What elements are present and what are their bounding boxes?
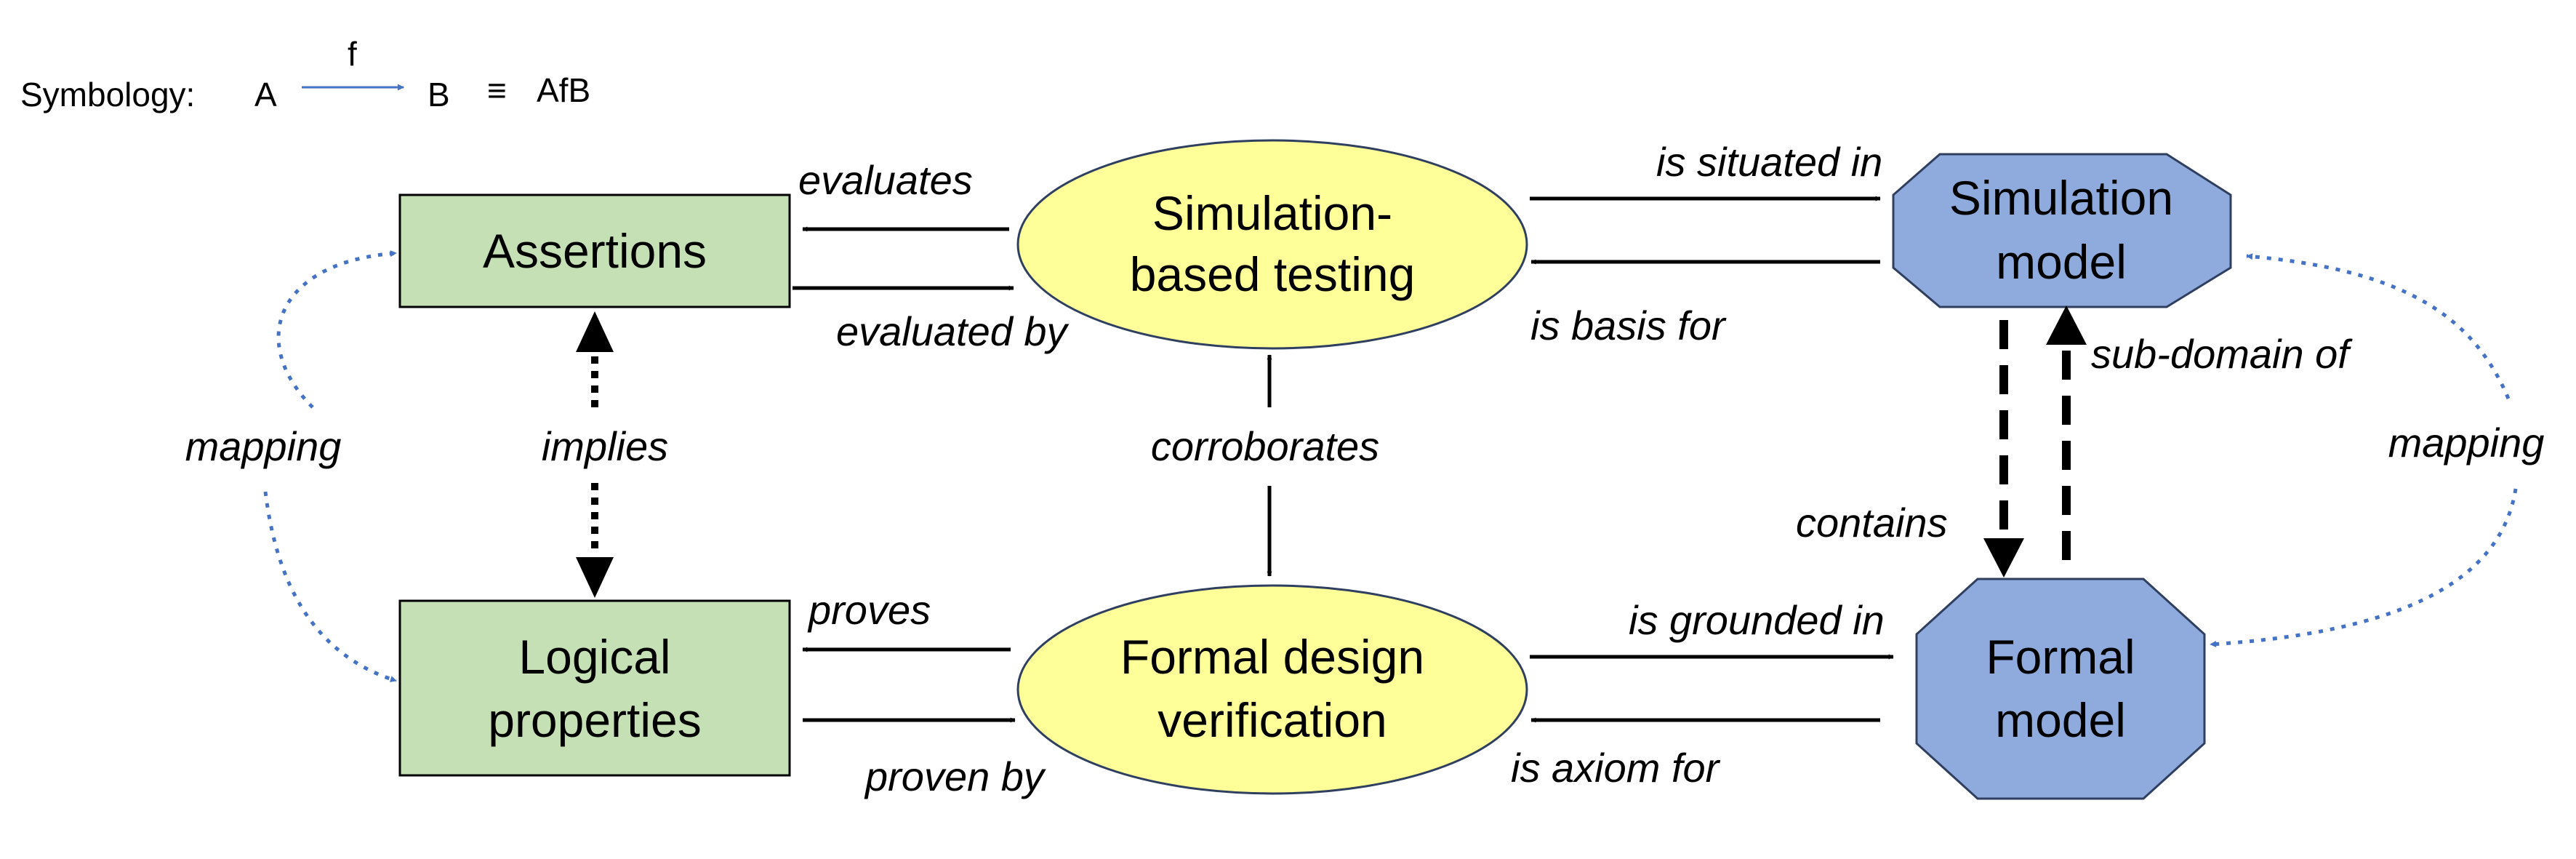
evaluated-by-label: evaluated by (836, 308, 1070, 354)
mapping-right-label: mapping (2388, 420, 2545, 466)
legend-a: A (254, 76, 277, 113)
proves-label: proves (807, 587, 931, 633)
implies-label: implies (542, 423, 668, 469)
mapping-right-upper (2246, 253, 2511, 399)
contains-arrowhead (1983, 538, 2024, 578)
is-situated-in-label: is situated in (1656, 139, 1882, 185)
formal-verification-line1: Formal design (1120, 630, 1424, 684)
proven-by-label: proven by (864, 754, 1046, 799)
simulation-model-line1: Simulation (1949, 171, 2173, 225)
sub-domain-label: sub-domain of (2091, 331, 2353, 377)
legend-prefix: Symbology: (20, 76, 195, 113)
legend-equiv: ≡ (487, 71, 507, 109)
is-axiom-for-label: is axiom for (1511, 745, 1721, 791)
logical-properties-line2: properties (488, 693, 702, 747)
mapping-right-lower (2210, 488, 2518, 647)
assertions-node: Assertions (398, 193, 791, 308)
mapping-left-upper (276, 250, 397, 409)
sub-domain-arrowhead (2046, 305, 2087, 345)
mapping-left-lower (263, 491, 397, 683)
formal-model-node: Formal model (1915, 578, 2206, 800)
logical-properties-node: Logical properties (398, 599, 791, 777)
evaluates-label: evaluates (798, 157, 973, 203)
formal-verification-node: Formal design verification (1016, 584, 1528, 795)
simulation-model-line2: model (1996, 235, 2127, 289)
corroborates-label: corroborates (1151, 423, 1379, 469)
legend-f: f (348, 35, 357, 73)
formal-model-line1: Formal (1986, 630, 2135, 684)
contains-label: contains (1796, 500, 1948, 546)
simulation-testing-node: Simulation- based testing (1016, 139, 1528, 350)
assertions-label: Assertions (483, 224, 707, 278)
simulation-testing-line2: based testing (1130, 247, 1416, 301)
simulation-model-node: Simulation model (1892, 153, 2232, 308)
is-grounded-in-label: is grounded in (1629, 597, 1885, 643)
logical-properties-line1: Logical (518, 630, 670, 684)
formal-model-line2: model (1995, 693, 2126, 747)
legend-b: B (428, 76, 450, 113)
legend: Symbology: A f B ≡ AfB (20, 35, 590, 113)
simulation-testing-line1: Simulation- (1152, 186, 1392, 240)
is-basis-for-label: is basis for (1530, 303, 1727, 348)
implies-arrowhead-up (576, 311, 614, 352)
mapping-left-label: mapping (185, 423, 342, 469)
formal-verification-line2: verification (1157, 693, 1387, 747)
implies-arrowhead-down (576, 557, 614, 598)
legend-result: AfB (537, 71, 590, 109)
